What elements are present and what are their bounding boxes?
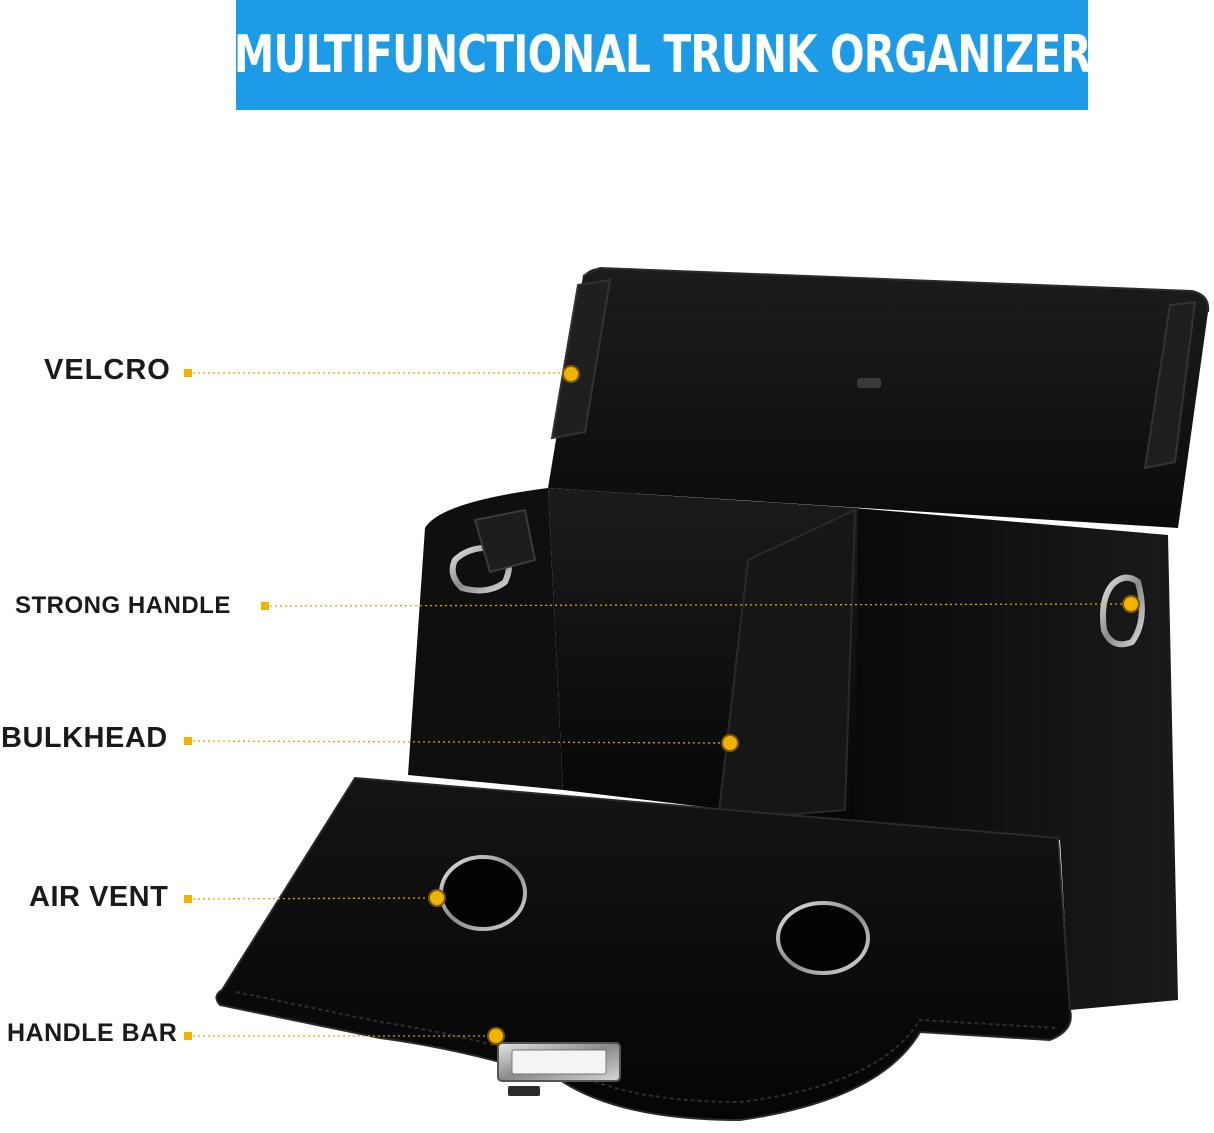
callout-dots bbox=[428, 365, 1140, 1045]
callout-squares bbox=[184, 369, 269, 1040]
right-strong-handle bbox=[1100, 574, 1145, 648]
air-vent-left bbox=[439, 855, 527, 931]
front-flap bbox=[215, 776, 1072, 1122]
callout-label-velcro: VELCRO bbox=[44, 354, 171, 386]
handle-bar bbox=[497, 1042, 621, 1096]
right-side-wall bbox=[855, 508, 1178, 1010]
callout-label-handle-bar: HANDLE BAR bbox=[7, 1019, 178, 1047]
lid bbox=[548, 266, 1210, 528]
callout-label-strong-handle: STRONG HANDLE bbox=[15, 592, 231, 619]
callout-label-bulkhead: BULKHEAD bbox=[1, 722, 168, 754]
bulkhead-divider bbox=[716, 508, 857, 822]
page-title: MULTIFUNCTIONAL TRUNK ORGANIZER bbox=[233, 25, 1092, 85]
callout-label-air-vent: AIR VENT bbox=[29, 881, 169, 913]
callout-lines bbox=[187, 372, 1132, 1037]
left-strong-handle bbox=[449, 508, 537, 594]
title-banner: MULTIFUNCTIONAL TRUNK ORGANIZER bbox=[233, 0, 1092, 110]
air-vent-right bbox=[776, 901, 870, 975]
